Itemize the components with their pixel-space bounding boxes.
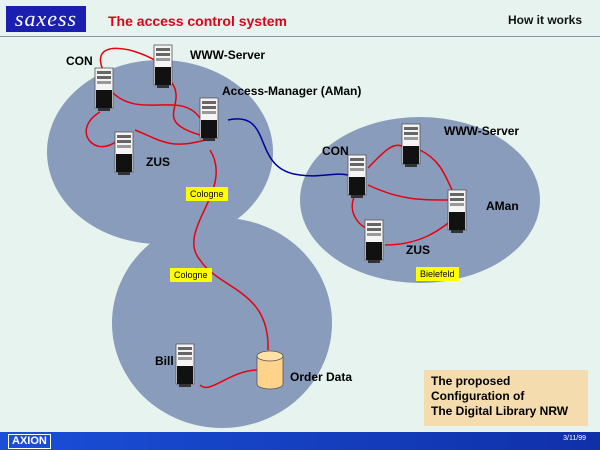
link-cologne-bielefeld	[227, 118, 349, 177]
header-divider	[0, 36, 600, 37]
aman-server-cologne-icon	[199, 97, 219, 142]
location-tag-cologne-bottom: Cologne	[170, 268, 212, 282]
con-bielefeld-label: CON	[322, 144, 349, 158]
caption-line-2: Configuration of	[431, 389, 525, 403]
aman-bielefeld-label: AMan	[486, 199, 519, 213]
slide-title: The access control system	[108, 13, 287, 29]
zus-bielefeld-label: ZUS	[406, 243, 430, 257]
footer-date: 3/11/99	[563, 435, 586, 442]
link-zus-aman	[134, 129, 206, 145]
link-con-www	[99, 47, 159, 71]
link-bill-order	[199, 369, 259, 388]
www-server-bielefeld-icon	[401, 123, 421, 168]
con-cologne-label: CON	[66, 54, 93, 68]
zus-server-cologne-icon	[114, 131, 134, 176]
www-server-cologne-label: WWW-Server	[190, 48, 266, 62]
link-con-aman	[111, 91, 201, 119]
con-server-cologne-icon	[94, 67, 114, 112]
how-it-works-label: How it works	[507, 13, 582, 27]
order-data-database-icon	[256, 350, 284, 390]
saxess-logo: saxess	[6, 6, 86, 32]
link-bi-www-aman	[419, 149, 453, 191]
caption-line-3: The Digital Library NRW	[431, 404, 569, 418]
aman-server-bielefeld-icon	[447, 189, 467, 234]
bill-label: Bill	[155, 354, 174, 368]
aman-cologne-label: Access-Manager (AMan)	[222, 84, 362, 98]
caption-box: The proposed Configuration of The Digita…	[424, 370, 588, 426]
link-con-zus	[85, 111, 119, 148]
footer-bar: AXION 3/11/99	[0, 432, 600, 450]
caption-line-1: The proposed	[431, 374, 511, 388]
zus-server-bielefeld-icon	[364, 219, 384, 264]
order-data-label: Order Data	[290, 370, 353, 384]
link-bi-con-aman	[367, 184, 449, 201]
axion-logo: AXION	[8, 434, 51, 449]
con-server-bielefeld-icon	[347, 154, 367, 199]
location-tag-bielefeld: Bielefeld	[416, 267, 459, 281]
www-server-bielefeld-label: WWW-Server	[444, 124, 520, 138]
location-tag-cologne-top: Cologne	[186, 187, 228, 201]
www-server-cologne-icon	[153, 44, 173, 89]
link-aman-order	[193, 149, 269, 351]
cologne-zone-bottom	[112, 218, 332, 428]
bill-server-icon	[175, 343, 195, 388]
zus-cologne-label: ZUS	[146, 155, 170, 169]
link-www-aman	[169, 79, 201, 136]
